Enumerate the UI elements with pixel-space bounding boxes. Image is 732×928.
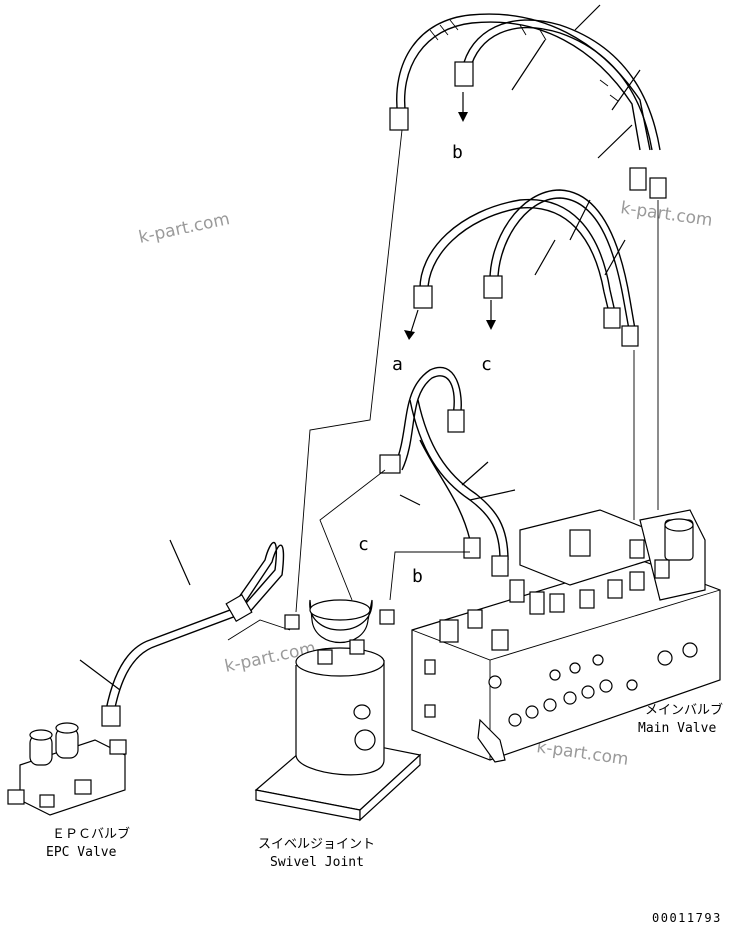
watermark: k-part.com	[535, 737, 629, 770]
label-b-lower: b	[412, 566, 423, 587]
swivel-joint	[254, 599, 422, 822]
epc-tube	[79, 539, 291, 727]
hose-assembly-top	[389, 4, 667, 199]
leader-line	[389, 551, 470, 601]
main-valve-label-en: Main Valve	[638, 721, 716, 736]
watermark: k-part.com	[619, 198, 713, 231]
figure-number: 00011793	[652, 911, 722, 925]
label-a-upper: a	[392, 354, 403, 375]
epc-valve	[7, 722, 127, 816]
leader-line	[295, 129, 403, 613]
leader-line	[319, 469, 386, 601]
swivel-joint-label-jp: スイベルジョイント	[258, 837, 375, 852]
main-valve	[411, 509, 721, 763]
label-c-upper: c	[481, 354, 492, 375]
swivel-joint-label-en: Swivel Joint	[270, 855, 364, 870]
label-c-lower: c	[358, 534, 369, 555]
leader-line	[633, 200, 659, 520]
main-valve-label-jp: メインバルブ	[645, 702, 723, 718]
epc-valve-label-en: EPC Valve	[46, 845, 117, 860]
hose-assembly-lower	[379, 366, 516, 577]
label-b: b	[452, 142, 463, 163]
epc-valve-label-jp: ＥＰＣバルブ	[52, 826, 130, 842]
hose-assembly-middle	[413, 189, 639, 347]
watermark: k-part.com	[137, 209, 232, 248]
